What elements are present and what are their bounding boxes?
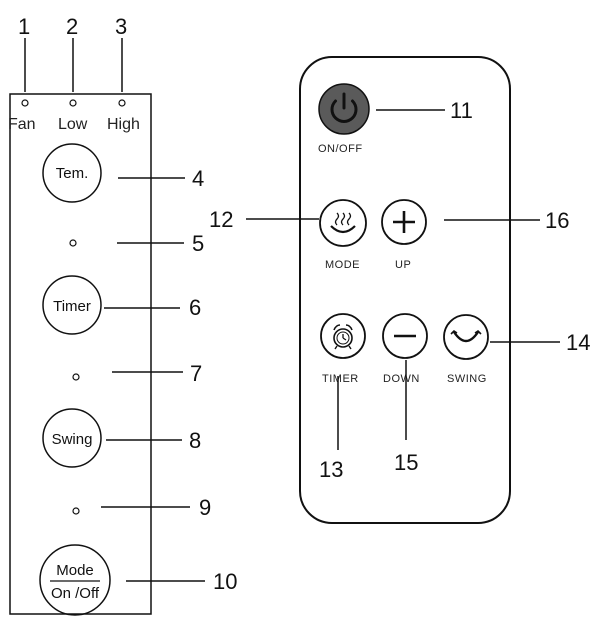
remote-mode-label: MODE xyxy=(325,259,360,271)
callout-9: 9 xyxy=(199,495,211,520)
callout-1: 1 xyxy=(18,14,30,39)
callout-10: 10 xyxy=(213,569,237,594)
callout-13: 13 xyxy=(319,457,343,482)
callout-15: 15 xyxy=(394,450,418,475)
on-off-button-label: On /Off xyxy=(51,585,100,602)
fan-indicator-led xyxy=(21,99,29,107)
low-indicator-led xyxy=(69,99,77,107)
plus-icon xyxy=(393,211,415,233)
swing-button-label: Swing xyxy=(52,431,93,448)
tem-led xyxy=(69,239,77,247)
down-button[interactable] xyxy=(382,313,428,359)
callout-3: 3 xyxy=(115,14,127,39)
callout-12: 12 xyxy=(209,207,233,232)
high-indicator-label: High xyxy=(107,116,140,133)
callout-7: 7 xyxy=(190,361,202,386)
timer-button[interactable]: Timer xyxy=(42,275,102,335)
power-button[interactable] xyxy=(318,83,370,135)
down-label: DOWN xyxy=(383,373,420,385)
on-off-label: ON/OFF xyxy=(318,143,363,155)
callout-6: 6 xyxy=(189,295,201,320)
low-indicator-label: Low xyxy=(58,116,88,133)
swing-button[interactable]: Swing xyxy=(42,408,102,468)
fan-indicator-label: Fan xyxy=(8,116,36,133)
power-icon xyxy=(330,92,358,123)
timer-button-label: Timer xyxy=(53,298,91,315)
tem-button-label: Tem. xyxy=(56,165,89,182)
mode-heat-icon xyxy=(330,212,356,234)
remote-mode-button[interactable] xyxy=(319,199,367,247)
mode-button-label: Mode xyxy=(56,562,94,579)
alarm-clock-icon xyxy=(333,324,353,350)
remote-timer-button[interactable] xyxy=(320,313,366,359)
callout-4: 4 xyxy=(192,166,204,191)
swing-led xyxy=(72,507,80,515)
tem-button[interactable]: Tem. xyxy=(42,143,102,203)
callout-16: 16 xyxy=(545,208,569,233)
swing-arc-icon xyxy=(450,329,482,343)
up-button[interactable] xyxy=(381,199,427,245)
mode-on-off-button[interactable]: Mode On /Off xyxy=(39,544,111,616)
callout-5: 5 xyxy=(192,231,204,256)
callout-11: 11 xyxy=(450,98,473,123)
timer-led xyxy=(72,373,80,381)
high-indicator-led xyxy=(118,99,126,107)
remote-control-body xyxy=(299,56,511,524)
up-label: UP xyxy=(395,259,411,271)
callout-8: 8 xyxy=(189,428,201,453)
callout-2: 2 xyxy=(66,14,78,39)
remote-swing-button[interactable] xyxy=(443,314,489,360)
remote-timer-label: TIMER xyxy=(322,373,359,385)
remote-swing-label: SWING xyxy=(447,373,487,385)
callout-14: 14 xyxy=(566,330,590,355)
